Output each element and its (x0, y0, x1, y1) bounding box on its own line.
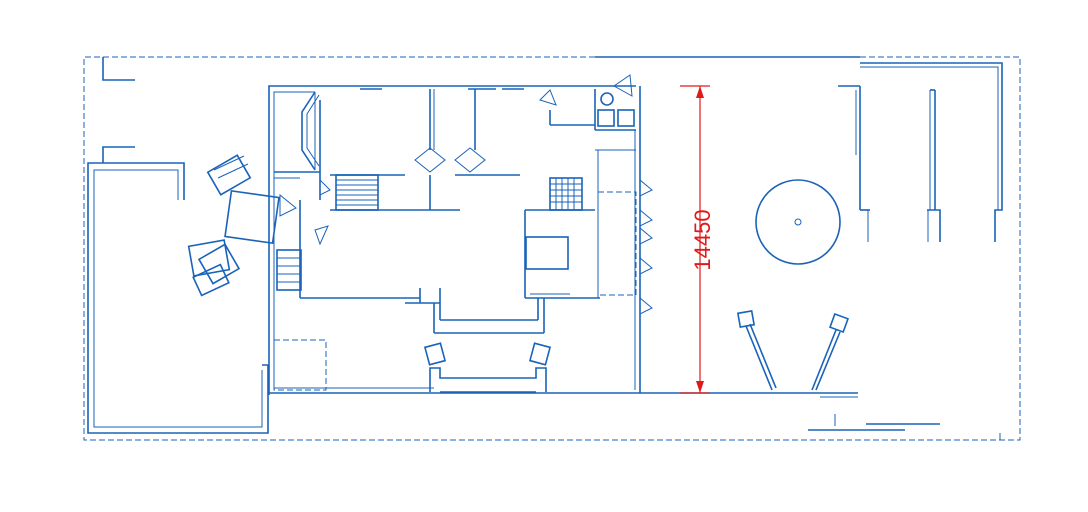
right-garden-structures (595, 56, 1003, 242)
staircase-right (549, 177, 583, 211)
staircase-left (335, 174, 379, 211)
front-entry (423, 342, 552, 392)
dashed-areas (273, 191, 637, 391)
left-yard-structure (87, 57, 269, 434)
patio-furniture (187, 154, 280, 297)
staircase-side (276, 249, 302, 291)
house-outer-walls (268, 85, 858, 398)
round-table (755, 179, 841, 265)
doors (279, 74, 653, 315)
bay-window (301, 91, 320, 171)
dimension-label: 14450 (690, 209, 715, 270)
property-boundary (83, 56, 1021, 441)
deck-chairs (736, 309, 849, 391)
dimension-line: 14450 (680, 85, 715, 394)
interior-walls (274, 89, 636, 334)
bottom-right-path (808, 414, 1001, 440)
